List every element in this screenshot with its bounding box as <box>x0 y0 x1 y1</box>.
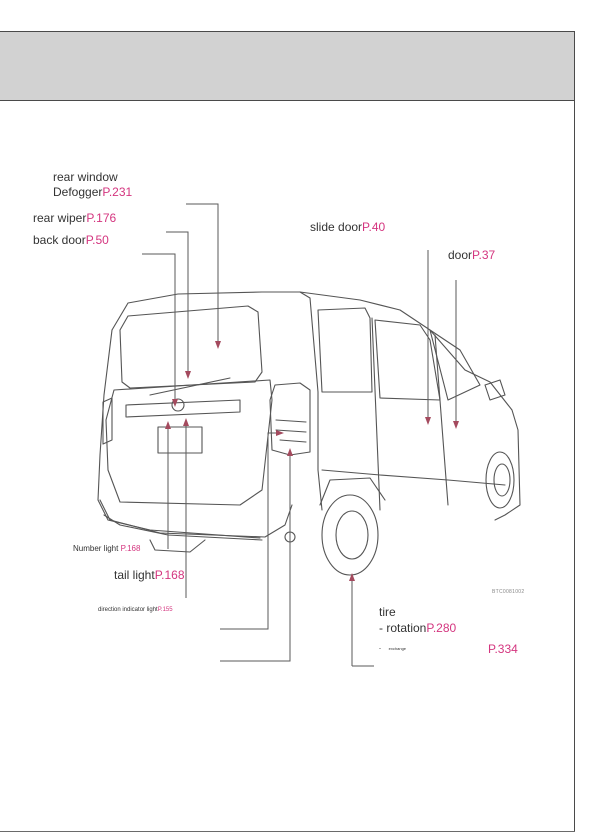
page-frame <box>0 31 575 831</box>
door-ref[interactable]: P.37 <box>472 248 496 262</box>
tire-rotation-label: - rotationP.280 <box>379 621 457 635</box>
rear-wiper-ref[interactable]: P.176 <box>86 211 117 225</box>
door-label: doorP.37 <box>448 248 496 262</box>
slide-door-label: slide doorP.40 <box>310 220 386 234</box>
bottom-rule <box>0 831 575 832</box>
diagram-code: BTC0081002 <box>492 589 525 595</box>
rear-window-label-line1: rear window <box>53 170 118 184</box>
tire-exchange-ref[interactable]: P.334 <box>488 642 518 656</box>
back-door-label: back doorP.50 <box>33 233 109 247</box>
tire-exchange-ref-wrap: P.334 <box>488 642 518 656</box>
rear-wiper-label: rear wiperP.176 <box>33 211 117 225</box>
tail-light-label: tail lightP.168 <box>114 568 185 582</box>
direction-indicator-ref[interactable]: P.155 <box>157 607 173 613</box>
number-light-label: Number light P.168 <box>73 544 141 553</box>
direction-indicator-label: direction indicator lightP.155 <box>98 607 173 613</box>
tire-exchange-text: exchange <box>388 646 407 651</box>
back-door-ref[interactable]: P.50 <box>85 233 109 247</box>
tail-light-ref[interactable]: P.168 <box>154 568 185 582</box>
rear-window-defogger-ref[interactable]: P.231 <box>102 185 133 199</box>
tire-rotation-ref[interactable]: P.280 <box>426 621 457 635</box>
number-light-ref[interactable]: P.168 <box>120 544 141 553</box>
tire-exchange-label: - exchange <box>379 646 407 652</box>
tire-label: tire <box>379 605 396 619</box>
rear-window-defogger-label: DefoggerP.231 <box>53 185 133 199</box>
slide-door-ref[interactable]: P.40 <box>362 220 386 234</box>
